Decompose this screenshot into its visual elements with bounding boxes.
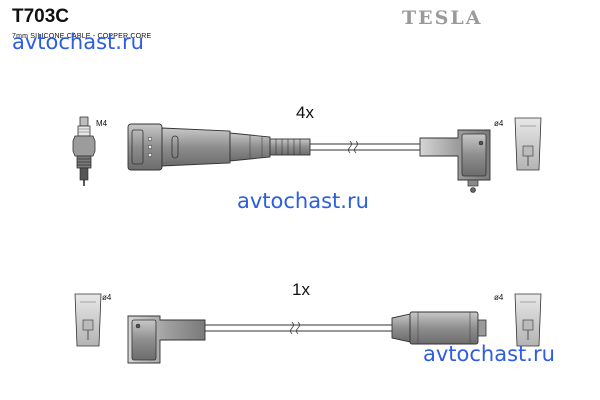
spark-plug: [72, 116, 96, 186]
cable-spec: 7mm SILICONE CABLE - COPPER CORE: [12, 33, 152, 40]
watermark: avtochast.ru: [12, 30, 144, 54]
cable-top: [310, 140, 420, 154]
quantity-label-bottom: 1x: [292, 280, 310, 299]
watermark: avtochast.ru: [237, 189, 369, 213]
terminal-cap-bottom-left: [74, 293, 102, 347]
terminal-cap-top-right: [514, 117, 542, 171]
brand-logo: TESLA: [402, 7, 483, 29]
part-number: T703C: [12, 6, 70, 27]
thread-label: M4: [96, 119, 108, 128]
angled-coil-boot: [419, 129, 491, 193]
diameter-label: ø4: [494, 293, 504, 302]
diameter-label: ø4: [102, 293, 112, 302]
cable-bottom: [205, 321, 392, 335]
diameter-label: ø4: [494, 119, 504, 128]
angled-boot: [127, 315, 206, 364]
spark-plug-boot: [127, 123, 311, 171]
quantity-label-top: 4x: [296, 103, 314, 122]
straight-coil-boot: [391, 311, 487, 345]
terminal-cap-bottom-right: [514, 293, 542, 347]
watermark: avtochast.ru: [423, 342, 555, 366]
